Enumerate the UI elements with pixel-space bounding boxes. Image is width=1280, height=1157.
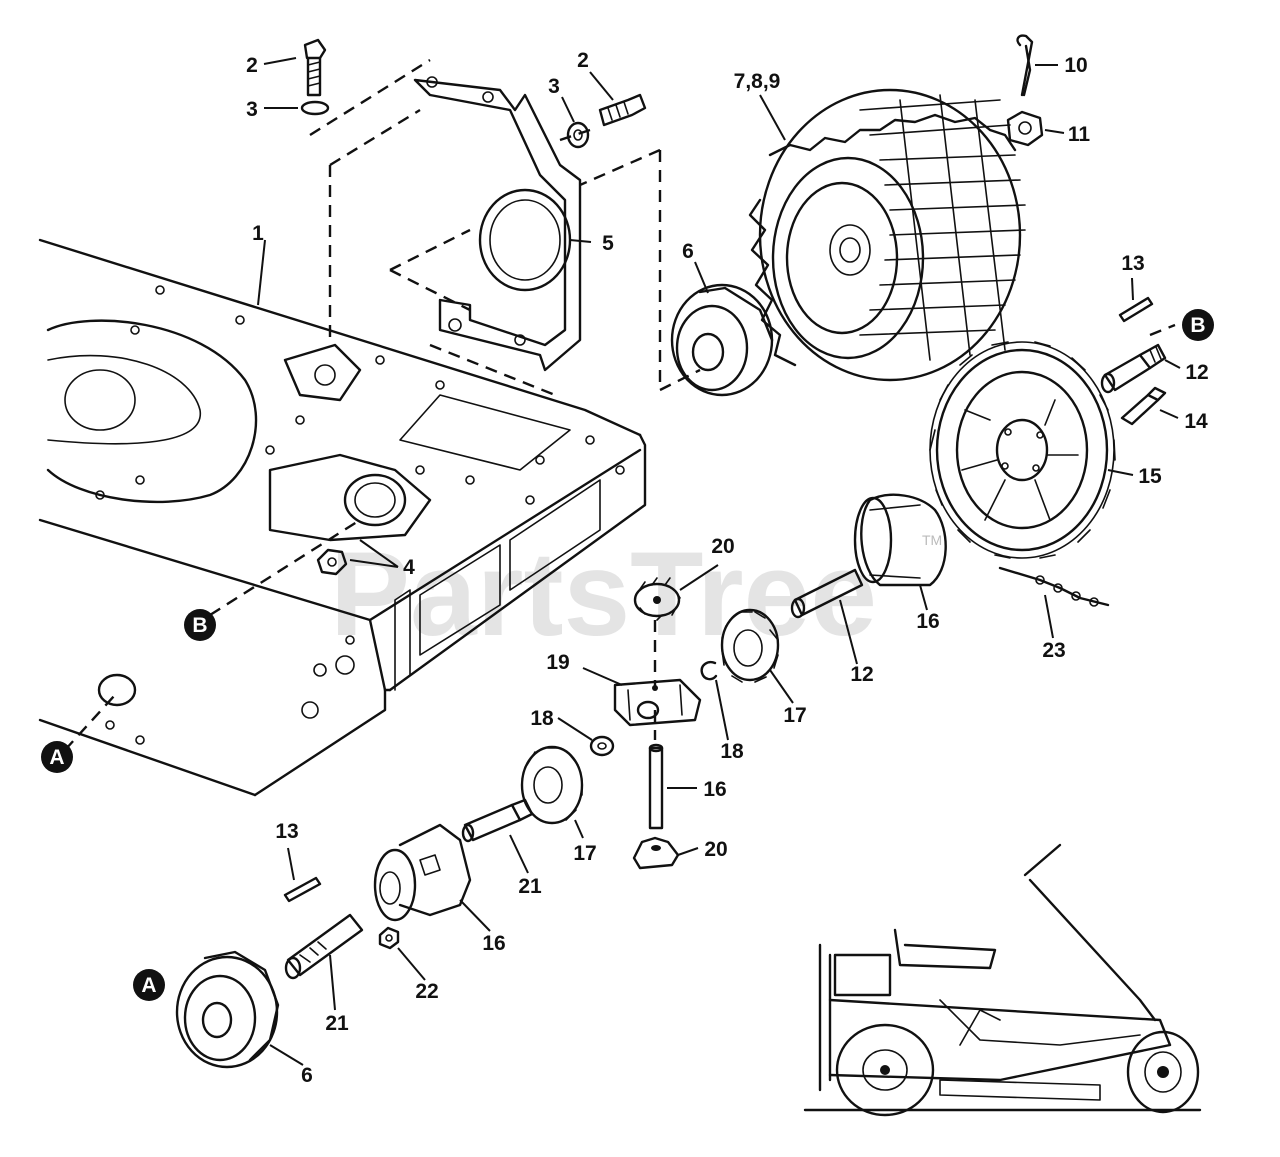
nut-4 [316, 548, 348, 576]
watermark-tm: TM [922, 532, 942, 548]
label-1: 1 [252, 222, 264, 245]
label-10: 10 [1064, 54, 1087, 77]
label-13-upper: 13 [1121, 252, 1144, 275]
bevel-gear-17-lower [520, 745, 584, 825]
label-23: 23 [1042, 639, 1065, 662]
label-20-lower: 20 [704, 838, 727, 861]
label-20-upper: 20 [711, 535, 734, 558]
label-17-lower: 17 [573, 842, 596, 865]
label-14: 14 [1184, 410, 1208, 433]
sprocket-15 [929, 341, 1116, 559]
label-7-8-9: 7,8,9 [734, 70, 781, 93]
callout-a-upper-text: A [49, 746, 64, 769]
nut-11 [1006, 110, 1044, 147]
gear-20-upper [633, 577, 681, 621]
label-5: 5 [602, 232, 614, 255]
label-16-lower: 16 [482, 932, 505, 955]
label-16-upper: 16 [916, 610, 939, 633]
label-3-left: 3 [246, 98, 258, 121]
callout-a-upper: A [41, 741, 73, 773]
label-21-lower: 21 [325, 1012, 349, 1035]
bevel-gear-17-upper [720, 608, 780, 683]
callout-a-lower: A [133, 969, 165, 1001]
bolt-2-left [303, 38, 327, 97]
label-6-lower: 6 [301, 1064, 313, 1087]
frame-part [38, 238, 647, 797]
label-22: 22 [415, 980, 438, 1003]
callout-b-left: B [184, 609, 216, 641]
chain-23 [998, 566, 1110, 607]
part-labels: 1 2 3 2 3 5 4 6 7,8,9 10 11 13 12 14 15 … [246, 49, 1209, 1087]
shaft-21-lower [284, 913, 364, 980]
label-11: 11 [1068, 123, 1091, 146]
label-4: 4 [403, 556, 415, 579]
label-19: 19 [546, 651, 569, 674]
label-12-middle: 12 [850, 663, 873, 686]
label-12-upper: 12 [1185, 361, 1208, 384]
label-15: 15 [1138, 465, 1162, 488]
callout-a-lower-text: A [141, 974, 156, 997]
washer-3-left [300, 100, 330, 116]
pin-13-upper [1118, 296, 1154, 323]
callout-b-right: B [1182, 309, 1214, 341]
label-2-left: 2 [246, 54, 258, 77]
cotter-pin-10 [1016, 34, 1034, 97]
tractor-illustration [803, 843, 1202, 1117]
clip-18-right [700, 660, 718, 681]
block-19 [613, 678, 702, 727]
label-16-vertical: 16 [703, 778, 726, 801]
gear-20-lower [632, 836, 680, 870]
leader-lines [257, 57, 1181, 1066]
label-13-lower: 13 [275, 820, 298, 843]
label-17-upper: 17 [783, 704, 806, 727]
label-18-right: 18 [720, 740, 744, 763]
hub-6-upper [670, 283, 774, 397]
nut-22 [378, 926, 400, 950]
shaft-12-upper [1100, 343, 1167, 394]
tire-7-8-9 [748, 88, 1026, 382]
label-2-right: 2 [577, 49, 589, 72]
hub-6-lower [175, 950, 280, 1069]
bracket-part [413, 76, 582, 372]
callout-b-right-text: B [1190, 314, 1205, 337]
bolt-14 [1120, 386, 1167, 426]
label-18-left: 18 [530, 707, 554, 730]
label-21-upper: 21 [518, 875, 542, 898]
pin-13-lower [283, 876, 322, 903]
washer-3-right [566, 121, 590, 149]
shaft-16-vertical [648, 743, 664, 830]
bolt-2-right [598, 93, 647, 127]
label-3-right: 3 [548, 75, 560, 98]
shaft-21-upper [461, 798, 534, 843]
callout-b-left-text: B [192, 614, 207, 637]
diff-case-16-upper [853, 493, 947, 587]
diff-case-16-lower [373, 823, 472, 922]
label-6-upper: 6 [682, 240, 694, 263]
nut-18-left [589, 735, 615, 757]
axle-12-middle [790, 568, 864, 619]
